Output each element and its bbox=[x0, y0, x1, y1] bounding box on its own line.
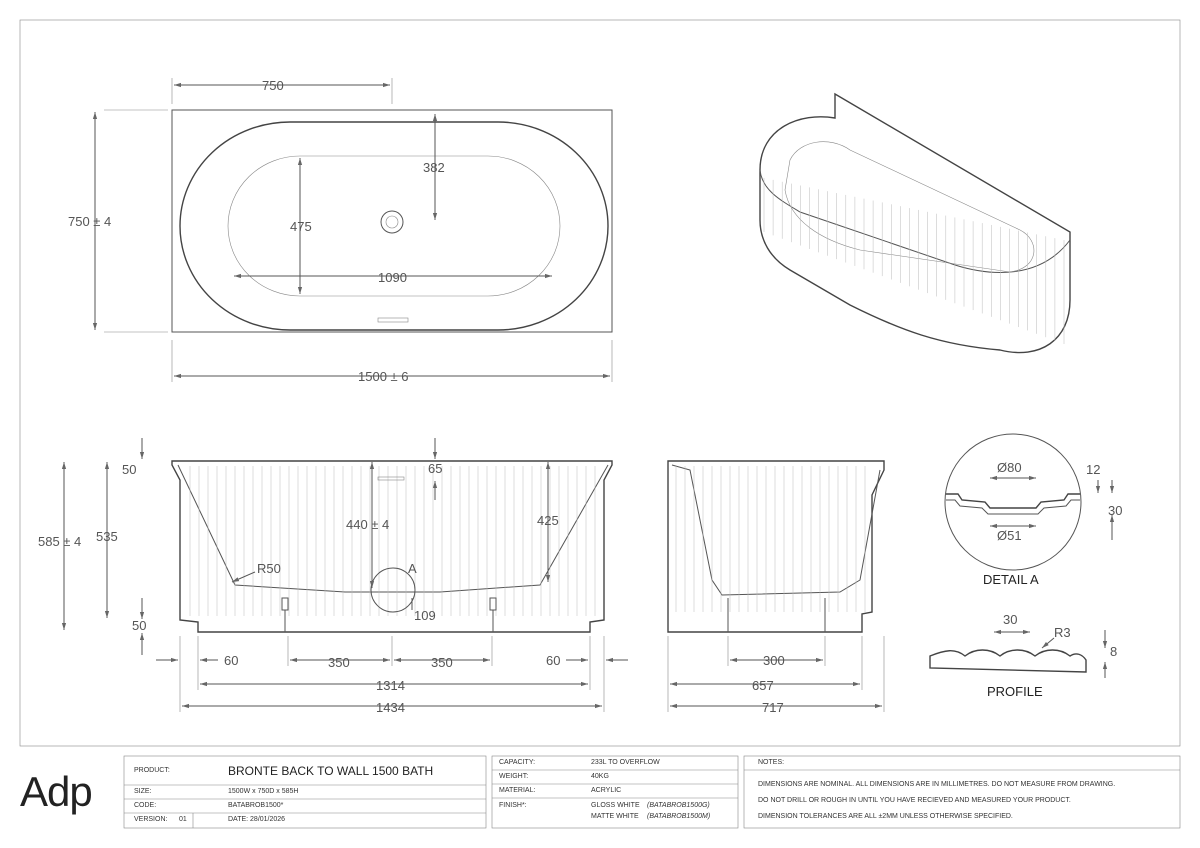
code-value: BATABROB1500* bbox=[228, 802, 284, 809]
dim-657: 657 bbox=[752, 678, 774, 693]
isometric-flutes bbox=[763, 178, 1065, 344]
dim-109: 109 bbox=[414, 608, 436, 623]
front-view-inner bbox=[177, 464, 609, 593]
overflow-slot bbox=[377, 317, 409, 323]
detail-a-marker: A bbox=[408, 561, 417, 576]
dim-12: 12 bbox=[1086, 462, 1100, 477]
dim-350-left: 350 bbox=[328, 655, 350, 670]
side-view-inner bbox=[671, 464, 881, 596]
dim-585: 585 ± 4 bbox=[38, 534, 81, 549]
note-3: DIMENSION TOLERANCES ARE ALL ±2MM UNLESS… bbox=[758, 813, 1013, 820]
top-view: 750 750 ± 4 1500 ± 6 382 475 1090 bbox=[68, 78, 613, 384]
dim-475: 475 bbox=[290, 219, 312, 234]
product-label: PRODUCT: bbox=[134, 767, 170, 774]
dim-30-detail: 30 bbox=[1108, 503, 1122, 518]
profile-title: PROFILE bbox=[987, 684, 1043, 699]
dim-425: 425 bbox=[537, 513, 559, 528]
version-value: 01 bbox=[179, 816, 187, 823]
side-view: 300 657 717 bbox=[667, 460, 885, 715]
dim-60-right: 60 bbox=[546, 653, 560, 668]
dim-1500-length: 1500 ± 6 bbox=[358, 369, 409, 384]
dim-60-left: 60 bbox=[224, 653, 238, 668]
finish-gloss-code: (BATABROB1500G) bbox=[647, 802, 710, 809]
material-label: MATERIAL: bbox=[499, 787, 536, 794]
dim-350-right: 350 bbox=[431, 655, 453, 670]
sheet-border bbox=[19, 19, 1181, 747]
dim-o80: Ø80 bbox=[997, 460, 1022, 475]
dim-r50: R50 bbox=[257, 561, 281, 576]
dim-440: 440 ± 4 bbox=[346, 517, 389, 532]
profile-shape bbox=[929, 649, 1087, 673]
material-value: ACRYLIC bbox=[591, 787, 622, 794]
dim-50-top: 50 bbox=[122, 462, 136, 477]
note-1: DIMENSIONS ARE NOMINAL. ALL DIMENSIONS A… bbox=[758, 781, 1116, 788]
dim-717: 717 bbox=[762, 700, 784, 715]
dim-1090: 1090 bbox=[378, 270, 407, 285]
top-view-rim bbox=[179, 121, 609, 331]
weight-label: WEIGHT: bbox=[499, 773, 529, 780]
top-view-basin bbox=[227, 155, 561, 297]
front-view-outline bbox=[171, 460, 613, 633]
front-view: A 50 65 585 ± 4 535 440 ± 4 425 R50 109 … bbox=[38, 438, 628, 715]
detail-a: Ø80 Ø51 12 30 DETAIL A bbox=[944, 433, 1122, 587]
notes-label: NOTES: bbox=[758, 759, 785, 766]
dim-750-depth: 750 ± 4 bbox=[68, 214, 111, 229]
capacity-value: 233L TO OVERFLOW bbox=[591, 759, 660, 766]
detail-a-circle bbox=[944, 433, 1082, 571]
size-value: 1500W x 750D x 585H bbox=[228, 788, 299, 795]
product-name: BRONTE BACK TO WALL 1500 BATH bbox=[228, 764, 434, 778]
dim-50-bottom: 50 bbox=[132, 618, 146, 633]
front-flutes bbox=[189, 466, 596, 616]
waste-outlet bbox=[380, 210, 404, 234]
note-2: DO NOT DRILL OR ROUGH IN UNTIL YOU HAVE … bbox=[758, 797, 1071, 804]
dim-65: 65 bbox=[428, 461, 442, 476]
dim-535: 535 bbox=[96, 529, 118, 544]
title-block-grid bbox=[123, 755, 1181, 829]
isometric-view bbox=[759, 92, 1071, 354]
finish-matte: MATTE WHITE bbox=[591, 813, 639, 820]
adp-logo: Adp bbox=[20, 768, 93, 815]
size-label: SIZE: bbox=[134, 788, 152, 795]
dim-300: 300 bbox=[763, 653, 785, 668]
dim-8: 8 bbox=[1110, 644, 1117, 659]
dim-r3: R3 bbox=[1054, 625, 1071, 640]
capacity-label: CAPACITY: bbox=[499, 759, 536, 766]
detail-a-callout bbox=[370, 567, 416, 613]
dim-1434: 1434 bbox=[376, 700, 405, 715]
dim-o51: Ø51 bbox=[997, 528, 1022, 543]
finish-matte-code: (BATABROB1500M) bbox=[647, 813, 711, 820]
dim-30-profile: 30 bbox=[1003, 612, 1017, 627]
side-view-outline bbox=[667, 460, 885, 633]
profile-detail: 30 R3 8 PROFILE bbox=[929, 612, 1117, 699]
waste-outlet-inner bbox=[385, 215, 399, 229]
weight-value: 40KG bbox=[591, 773, 609, 780]
top-view-outline bbox=[171, 109, 613, 333]
finish-gloss: GLOSS WHITE bbox=[591, 802, 640, 809]
dim-1314: 1314 bbox=[376, 678, 405, 693]
dim-382: 382 bbox=[423, 160, 445, 175]
date-value: DATE: 28/01/2026 bbox=[228, 816, 286, 823]
side-flutes bbox=[675, 466, 866, 612]
finish-label: FINISH*: bbox=[499, 802, 527, 809]
code-label: CODE: bbox=[134, 802, 157, 809]
version-label: VERSION: bbox=[134, 816, 168, 823]
detail-a-title: DETAIL A bbox=[983, 572, 1039, 587]
dim-750-width: 750 bbox=[262, 78, 284, 93]
